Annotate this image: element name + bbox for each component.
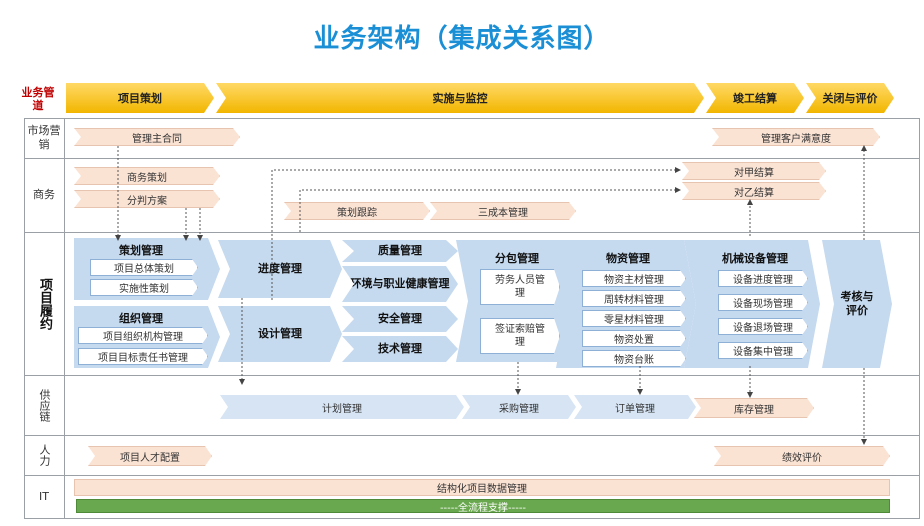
- phase-closing: 关闭与评价: [806, 83, 894, 113]
- eq-central-item: 设备集中管理: [718, 342, 808, 359]
- eq-exit-item: 设备退场管理: [718, 318, 808, 335]
- business-planning-box: 商务策划: [74, 167, 220, 185]
- quality-mgmt-block: 质量管理: [342, 240, 458, 262]
- target-resp-item: 项目目标责任书管理: [78, 348, 208, 365]
- structured-data-box: 结构化项目数据管理: [74, 479, 890, 496]
- lane-label-project: 项目履约: [37, 277, 52, 330]
- equipment-label: 机械设备管理: [722, 252, 788, 265]
- turnover-item: 周转材料管理: [582, 290, 686, 307]
- split-plan-box: 分判方案: [74, 190, 220, 208]
- lane-label-supply: 供应链: [38, 388, 51, 422]
- lane-divider: [24, 232, 920, 233]
- env-health-block: 环境与职业健康管理: [342, 266, 458, 302]
- overall-plan-item: 项目总体策划: [90, 259, 198, 276]
- eq-site-item: 设备现场管理: [718, 294, 808, 311]
- phase-implementation: 实施与监控: [216, 83, 704, 113]
- lane-divider: [24, 158, 920, 159]
- lane-label-it: IT: [39, 490, 49, 503]
- labor-item: 劳务人员管理: [480, 269, 560, 305]
- plan-mgmt-box: 计划管理: [220, 395, 464, 419]
- visa-claim-item: 签证索赔管理: [480, 318, 560, 354]
- lane-divider: [24, 375, 920, 376]
- tech-mgmt-block: 技术管理: [342, 336, 458, 362]
- main-material-item: 物资主材管理: [582, 270, 686, 287]
- inventory-mgmt-box: 库存管理: [694, 398, 814, 418]
- planning-mgmt-label: 策划管理: [119, 244, 163, 257]
- page-title: 业务架构（集成关系图）: [313, 24, 611, 54]
- full-support-bar: -----全流程支撑-----: [76, 499, 890, 514]
- schedule-mgmt-block: 进度管理: [218, 240, 342, 298]
- lane-label-market: 市场营销: [27, 124, 61, 151]
- corner-label: 业务管道: [21, 86, 55, 112]
- impl-plan-item: 实施性策划: [90, 279, 198, 296]
- org-mgmt-label: 组织管理: [119, 312, 163, 325]
- lane-divider: [24, 435, 920, 436]
- org-struct-item: 项目组织机构管理: [78, 327, 208, 344]
- phase-settlement: 竣工结算: [706, 83, 804, 113]
- lane-divider: [64, 118, 65, 519]
- lane-label-hr: 人力: [38, 444, 51, 466]
- three-cost-box: 三成本管理: [430, 202, 576, 220]
- swimlane-frame: [24, 118, 920, 519]
- material-label: 物资管理: [606, 252, 650, 265]
- main-contract-box: 管理主合同: [74, 128, 240, 146]
- lane-divider: [24, 475, 920, 476]
- phase-project-planning: 项目策划: [66, 83, 214, 113]
- staffing-box: 项目人才配置: [88, 446, 212, 466]
- disposal-item: 物资处置: [582, 330, 686, 347]
- performance-box: 绩效评价: [714, 446, 890, 466]
- design-mgmt-block: 设计管理: [218, 306, 342, 362]
- order-mgmt-box: 订单管理: [574, 395, 696, 419]
- customer-satisfaction-box: 管理客户满意度: [712, 128, 880, 146]
- lane-label-business: 商务: [33, 188, 55, 201]
- settle-b-box: 对乙结算: [682, 182, 826, 200]
- misc-material-item: 零星材料管理: [582, 310, 686, 327]
- settle-a-box: 对甲结算: [682, 162, 826, 180]
- subcontract-label: 分包管理: [495, 252, 539, 265]
- purchase-mgmt-box: 采购管理: [462, 395, 576, 419]
- safety-mgmt-block: 安全管理: [342, 306, 458, 332]
- ledger-item: 物资台账: [582, 350, 686, 367]
- plan-tracking-box: 策划跟踪: [284, 202, 430, 220]
- eq-progress-item: 设备进度管理: [718, 270, 808, 287]
